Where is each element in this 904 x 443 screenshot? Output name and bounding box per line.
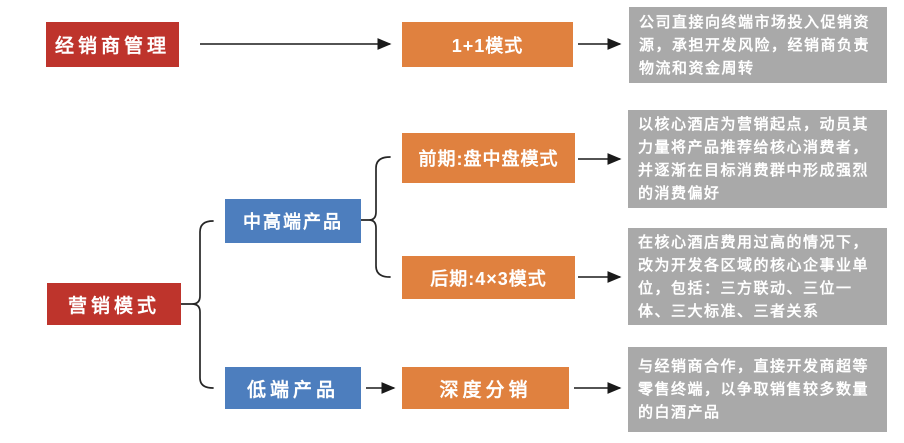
dealer-management-node: 经销商管理 [46,22,179,67]
deep-distribution-node: 深度分销 [402,367,569,409]
late-phase-node: 后期:4×3模式 [402,256,575,299]
one-plus-one-mode-node: 1+1模式 [402,22,573,67]
description-text: 在核心酒店费用过高的情况下，改为开发各区域的核心企事业单位，包括：三方联动、三位… [638,233,870,320]
deep-distribution-description: 与经销商合作，直接开发商超等零售终端，以争取销售较多数量的白酒产品 [628,347,887,432]
low-end-products-node: 低端产品 [225,367,361,409]
early-phase-description: 以核心酒店为营销起点，动员其力量将产品推荐给核心消费者，并逐渐在目标消费群中形成… [628,110,887,208]
early-phase-node: 前期:盘中盘模式 [402,133,575,183]
description-text: 公司直接向终端市场投入促销资源，承担开发风险，经销商负责物流和资金周转 [639,13,871,77]
late-phase-description: 在核心酒店费用过高的情况下，改为开发各区域的核心企事业单位，包括：三方联动、三位… [628,228,887,325]
one-plus-one-description: 公司直接向终端市场投入促销资源，承担开发风险，经销商负责物流和资金周转 [629,7,887,83]
brace-midhigh-phases [360,156,391,278]
marketing-model-node: 营销模式 [47,283,181,325]
brace-marketing-branches [180,220,214,389]
description-text: 以核心酒店为营销起点，动员其力量将产品推荐给核心消费者，并逐渐在目标消费群中形成… [638,116,870,202]
mid-high-end-products-node: 中高端产品 [225,199,361,243]
description-text: 与经销商合作，直接开发商超等零售终端，以争取销售较多数量的白酒产品 [638,358,870,421]
